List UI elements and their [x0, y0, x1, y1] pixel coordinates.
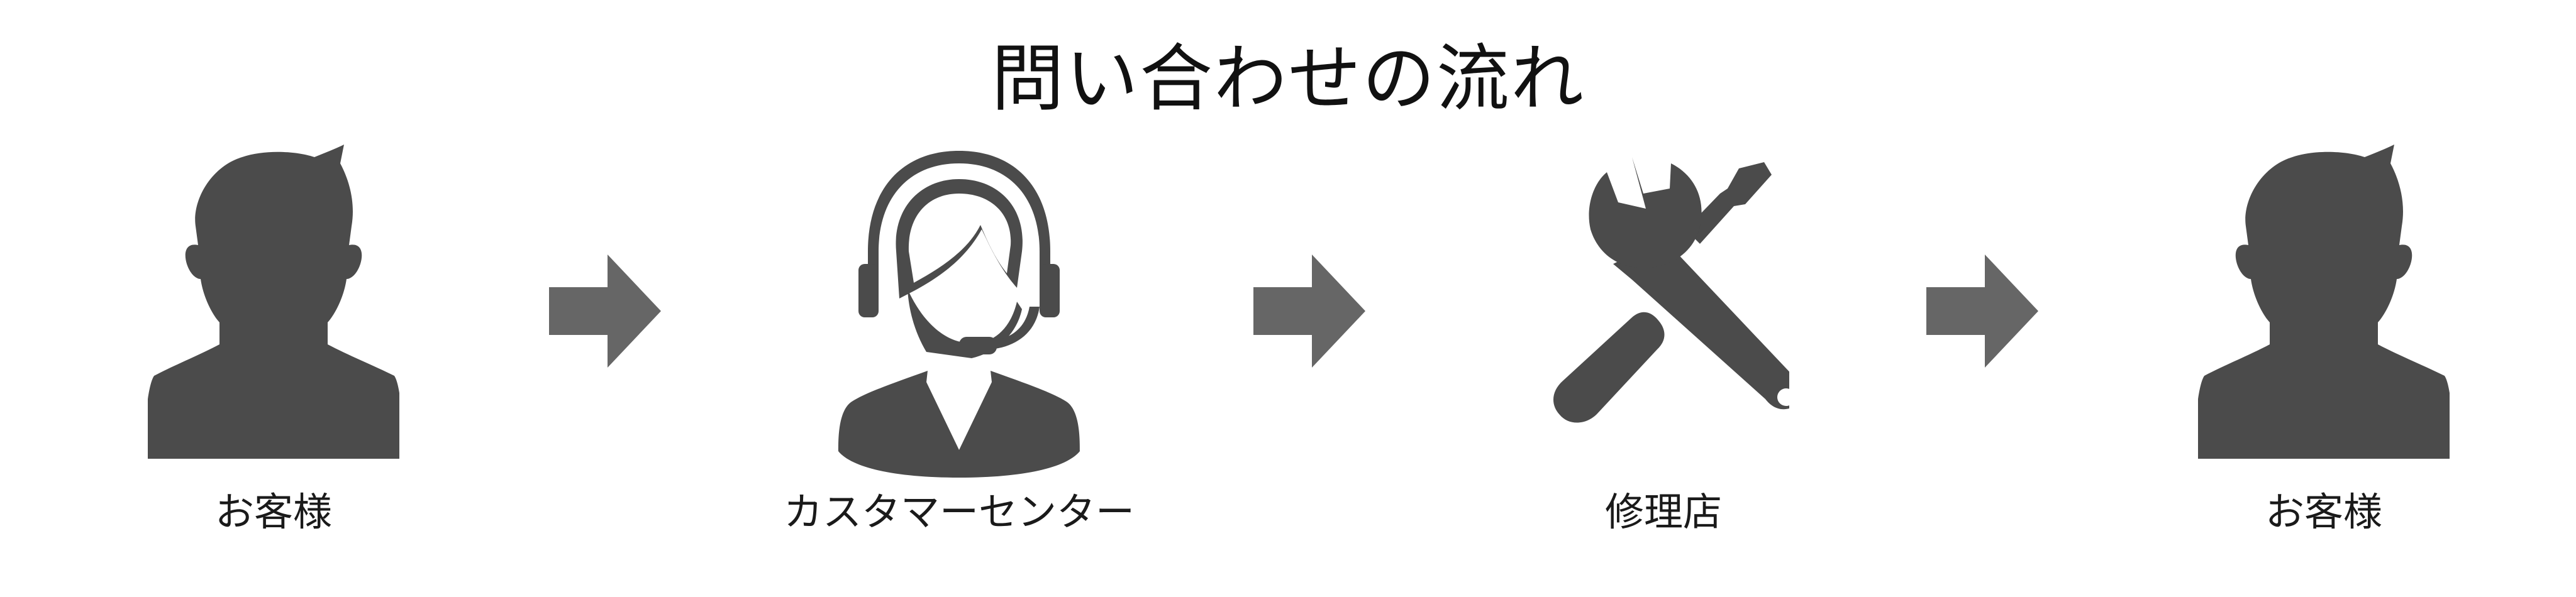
person-icon [2198, 145, 2450, 459]
step-customer-start: お客様 [85, 145, 462, 547]
step-customer-center: カスタマーセンター [770, 145, 1148, 547]
step-label: お客様 [2265, 489, 2382, 535]
step-label: カスタマーセンター [783, 489, 1135, 535]
step-label: お客様 [214, 489, 332, 535]
step-customer-end: お客様 [2135, 145, 2512, 547]
diagram-title: 問い合わせの流れ [991, 36, 1585, 121]
headset-operator-icon [838, 151, 1080, 478]
arrow-right-icon [1253, 255, 1373, 374]
step-label: 修理店 [1604, 489, 1722, 535]
arrow-right-icon [549, 255, 669, 374]
person-icon [148, 145, 399, 459]
arrow-right-icon [1926, 255, 2046, 374]
wrench-screwdriver-icon [1553, 157, 1789, 423]
step-repair-shop: 修理店 [1475, 145, 1852, 547]
